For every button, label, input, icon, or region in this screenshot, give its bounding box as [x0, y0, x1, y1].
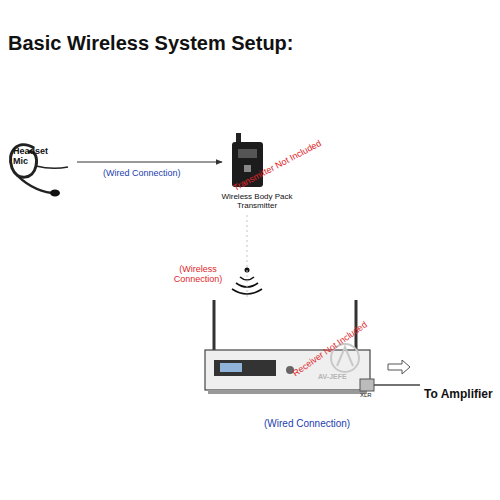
receiver-body	[205, 350, 370, 390]
mic-cable	[36, 166, 68, 168]
receiver-display	[220, 363, 242, 372]
node-label: Wireless Body Pack Transmitter	[216, 192, 298, 210]
connector	[77, 162, 222, 163]
stamp-note: Transmitter Not Included	[231, 137, 324, 193]
watermark: AV-JEFE	[318, 373, 368, 381]
signal-arc	[232, 289, 262, 294]
diagram-title: Basic Wireless System Setup:	[8, 32, 348, 55]
signal-arc	[240, 277, 254, 280]
mic-capsule	[50, 190, 60, 197]
receiver-base	[208, 390, 367, 394]
connection-label: (Wired Connection)	[103, 168, 203, 178]
node-label: Receiver Not Included	[291, 316, 375, 379]
outline-arrow	[388, 360, 410, 374]
connection-label: (Wireless Connection)	[170, 264, 226, 285]
transmitter-button	[244, 165, 251, 172]
headset-boom	[14, 172, 52, 193]
connector	[247, 215, 248, 298]
connector-name: XLR	[360, 392, 380, 399]
xlr-cable	[374, 384, 420, 386]
node-label: Headset Mic	[13, 146, 53, 167]
bodypack-transmitter: Wireless Body Pack TransmitterTransmitte…	[222, 130, 292, 215]
watermark-logo	[337, 347, 353, 366]
xlr-plug	[360, 379, 374, 391]
receiver-antenna	[213, 300, 216, 352]
destination-label: To Amplifier	[424, 388, 500, 402]
wireless-receiver: Receiver Not Included	[200, 298, 375, 395]
receiver-panel	[214, 360, 276, 376]
connection-label: (Wired Connection)	[264, 418, 374, 430]
signal-arc	[236, 283, 258, 287]
transmitter-screen	[238, 149, 257, 158]
headset-mic: Headset Mic	[5, 132, 77, 204]
signal-dot	[245, 268, 250, 273]
